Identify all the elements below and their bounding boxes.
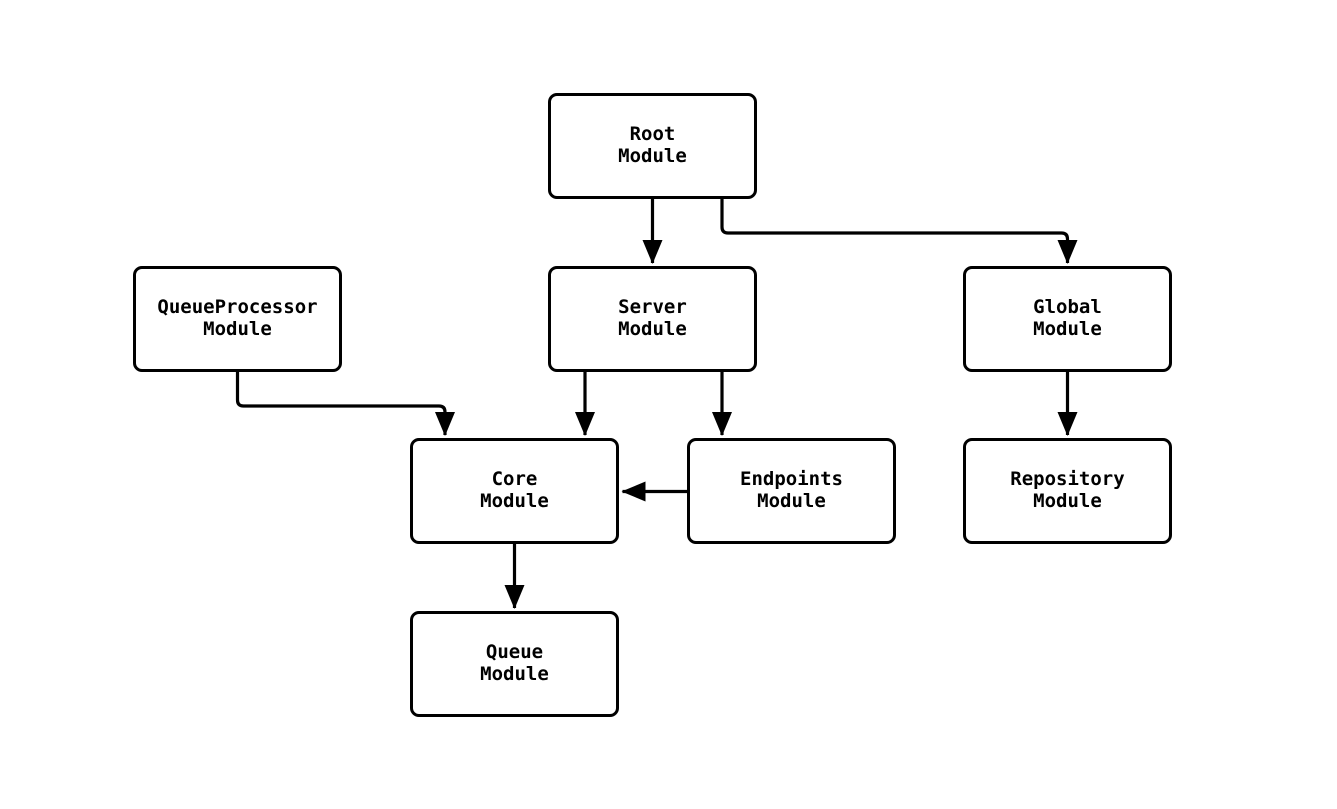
node-root-module: Root Module	[548, 93, 757, 199]
node-repository-module: Repository Module	[963, 438, 1172, 544]
node-queueprocessor-module: QueueProcessor Module	[133, 266, 342, 372]
node-queueprocessor-module-label: QueueProcessor Module	[157, 296, 318, 340]
edge-root-to-global	[720, 198, 1078, 264]
node-queue-module-label: Queue Module	[480, 641, 549, 685]
node-endpoints-module: Endpoints Module	[687, 438, 896, 544]
node-global-module: Global Module	[963, 266, 1172, 372]
node-global-module-label: Global Module	[1033, 296, 1102, 340]
node-repository-module-label: Repository Module	[1010, 468, 1125, 512]
node-core-module-label: Core Module	[480, 468, 549, 512]
node-endpoints-module-label: Endpoints Module	[740, 468, 843, 512]
node-server-module-label: Server Module	[618, 296, 687, 340]
node-server-module: Server Module	[548, 266, 757, 372]
node-queue-module: Queue Module	[410, 611, 619, 717]
node-core-module: Core Module	[410, 438, 619, 544]
node-root-module-label: Root Module	[618, 123, 687, 167]
edge-queueprocessor-to-core	[235, 372, 455, 436]
